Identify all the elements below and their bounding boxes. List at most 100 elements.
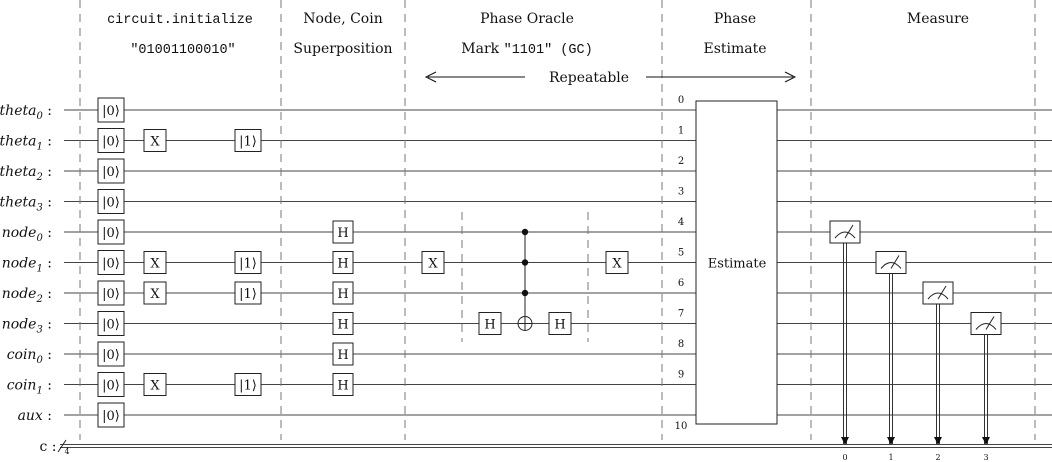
meter-needle <box>844 224 854 239</box>
arrow-head-right <box>784 71 797 83</box>
h-gate: H <box>332 373 354 396</box>
init-zero-gate: |0⟩ <box>97 402 125 428</box>
one-state-gate: |1⟩ <box>234 373 262 396</box>
init-zero-gate-label: |0⟩ <box>102 196 120 211</box>
meter-needle <box>890 255 900 269</box>
init-zero-gate-box <box>97 158 125 184</box>
init-header: circuit.initialize <box>107 13 253 28</box>
init-zero-gate: |0⟩ <box>97 219 125 245</box>
control-dot <box>521 289 529 297</box>
oracle-x-gate-box <box>421 251 445 274</box>
one-state-gate-label: |1⟩ <box>239 135 257 150</box>
estimate-index: 2 <box>678 156 684 167</box>
qubit-label: node1 : <box>2 256 52 275</box>
init-zero-gate-box <box>97 402 125 428</box>
one-state-gate-box <box>234 373 262 396</box>
measure-arrow <box>934 437 942 445</box>
estimate-index: 4 <box>678 217 684 228</box>
estimate-index: 10 <box>675 421 688 432</box>
oracle-x-gate: X <box>605 251 629 274</box>
bus-slash <box>57 439 67 453</box>
init-zero-gate: |0⟩ <box>97 311 125 336</box>
x-gate-label: X <box>150 135 160 150</box>
section-headers: circuit.initialize"01001100010"Node, Coi… <box>107 11 969 86</box>
superposition-header: Node, Coin <box>303 11 382 27</box>
qubit-label: node2 : <box>2 286 52 305</box>
estimate-index: 9 <box>678 370 684 381</box>
init-zero-gate-label: |0⟩ <box>102 287 120 302</box>
estimate-index: 6 <box>678 278 684 289</box>
init-zero-gate-box <box>97 128 125 153</box>
qubit-label: coin0 : <box>7 347 52 366</box>
estimate-label: Estimate <box>708 257 767 272</box>
init-zero-gate: |0⟩ <box>97 341 125 367</box>
x-gate: X <box>143 281 167 305</box>
measure-gate <box>970 312 1002 335</box>
oracle-h-gate: H <box>548 312 572 335</box>
qubit-label: theta3 : <box>0 195 52 214</box>
oracle-h-gate-label: H <box>484 318 495 333</box>
x-gate: X <box>143 129 167 152</box>
x-gate-box <box>143 129 167 152</box>
meter-arc <box>975 323 997 330</box>
init-zero-gate-label: |0⟩ <box>102 379 120 394</box>
one-state-gate-box <box>234 129 262 152</box>
qubit-label: node0 : <box>2 225 52 244</box>
qubit-label: node3 : <box>2 317 52 336</box>
h-gate-box <box>332 373 354 396</box>
x-gate-label: X <box>150 379 160 394</box>
init-zero-gate-label: |0⟩ <box>102 165 120 180</box>
oracle-x-gate: X <box>421 251 445 274</box>
measure-arrow <box>841 437 849 445</box>
x-gate-label: X <box>150 257 160 272</box>
x-gate-box <box>143 251 167 274</box>
estimate-header: Phase <box>714 11 756 27</box>
meter-arc <box>834 231 856 239</box>
meter-needle <box>985 316 995 330</box>
arrow-head-left <box>424 71 437 83</box>
init-zero-gate-label: |0⟩ <box>102 409 120 424</box>
init-zero-gate-box <box>97 280 125 306</box>
init-zero-gate-label: |0⟩ <box>102 348 120 363</box>
init-zero-gate-box <box>97 97 125 123</box>
qubit-label: theta2 : <box>0 164 52 183</box>
measure-bit-label: 3 <box>983 453 988 462</box>
classical-label: c : <box>39 439 56 455</box>
estimate-box <box>695 100 778 425</box>
qubit-label: aux : <box>18 408 52 424</box>
oracle-h-gate: H <box>478 312 502 335</box>
init-zero-gate: |0⟩ <box>97 280 125 306</box>
qubit-label: coin1 : <box>7 378 52 397</box>
oracle-x-gate-label: X <box>428 257 438 272</box>
h-gate-label: H <box>337 379 348 394</box>
init-zero-gate-label: |0⟩ <box>102 104 120 119</box>
superposition-subheader: Superposition <box>293 41 392 57</box>
init-zero-gate-box <box>97 311 125 336</box>
one-state-gate-box <box>234 281 262 305</box>
estimate-index: 3 <box>678 187 684 198</box>
gates: |0⟩|0⟩|0⟩|0⟩|0⟩|0⟩|0⟩|0⟩|0⟩|0⟩|0⟩XXXX|1⟩… <box>97 95 1002 462</box>
h-gate-box <box>332 251 354 274</box>
x-gate: X <box>143 373 167 396</box>
measure-bit-label: 2 <box>935 453 940 462</box>
init-zero-gate-label: |0⟩ <box>102 257 120 272</box>
h-gate: H <box>332 312 354 335</box>
one-state-gate-label: |1⟩ <box>239 379 257 394</box>
one-state-gate: |1⟩ <box>234 251 262 274</box>
oracle-h-gate-label: H <box>554 318 565 333</box>
measure-bit-label: 1 <box>888 453 893 462</box>
meter-needle <box>937 285 947 300</box>
repeatable-label: Repeatable <box>549 70 629 86</box>
oracle-subheader: Mark "1101" (GC) <box>461 41 592 58</box>
estimate-index: 0 <box>678 95 684 106</box>
measure-arrow <box>982 437 990 445</box>
h-gate-label: H <box>337 318 348 333</box>
measure-gate <box>875 251 907 274</box>
init-zero-gate-box <box>97 341 125 367</box>
init-zero-gate-box <box>97 250 125 275</box>
h-gate: H <box>332 251 354 274</box>
init-zero-gate: |0⟩ <box>97 250 125 275</box>
estimate-index: 5 <box>678 248 684 259</box>
init-zero-gate: |0⟩ <box>97 372 125 397</box>
